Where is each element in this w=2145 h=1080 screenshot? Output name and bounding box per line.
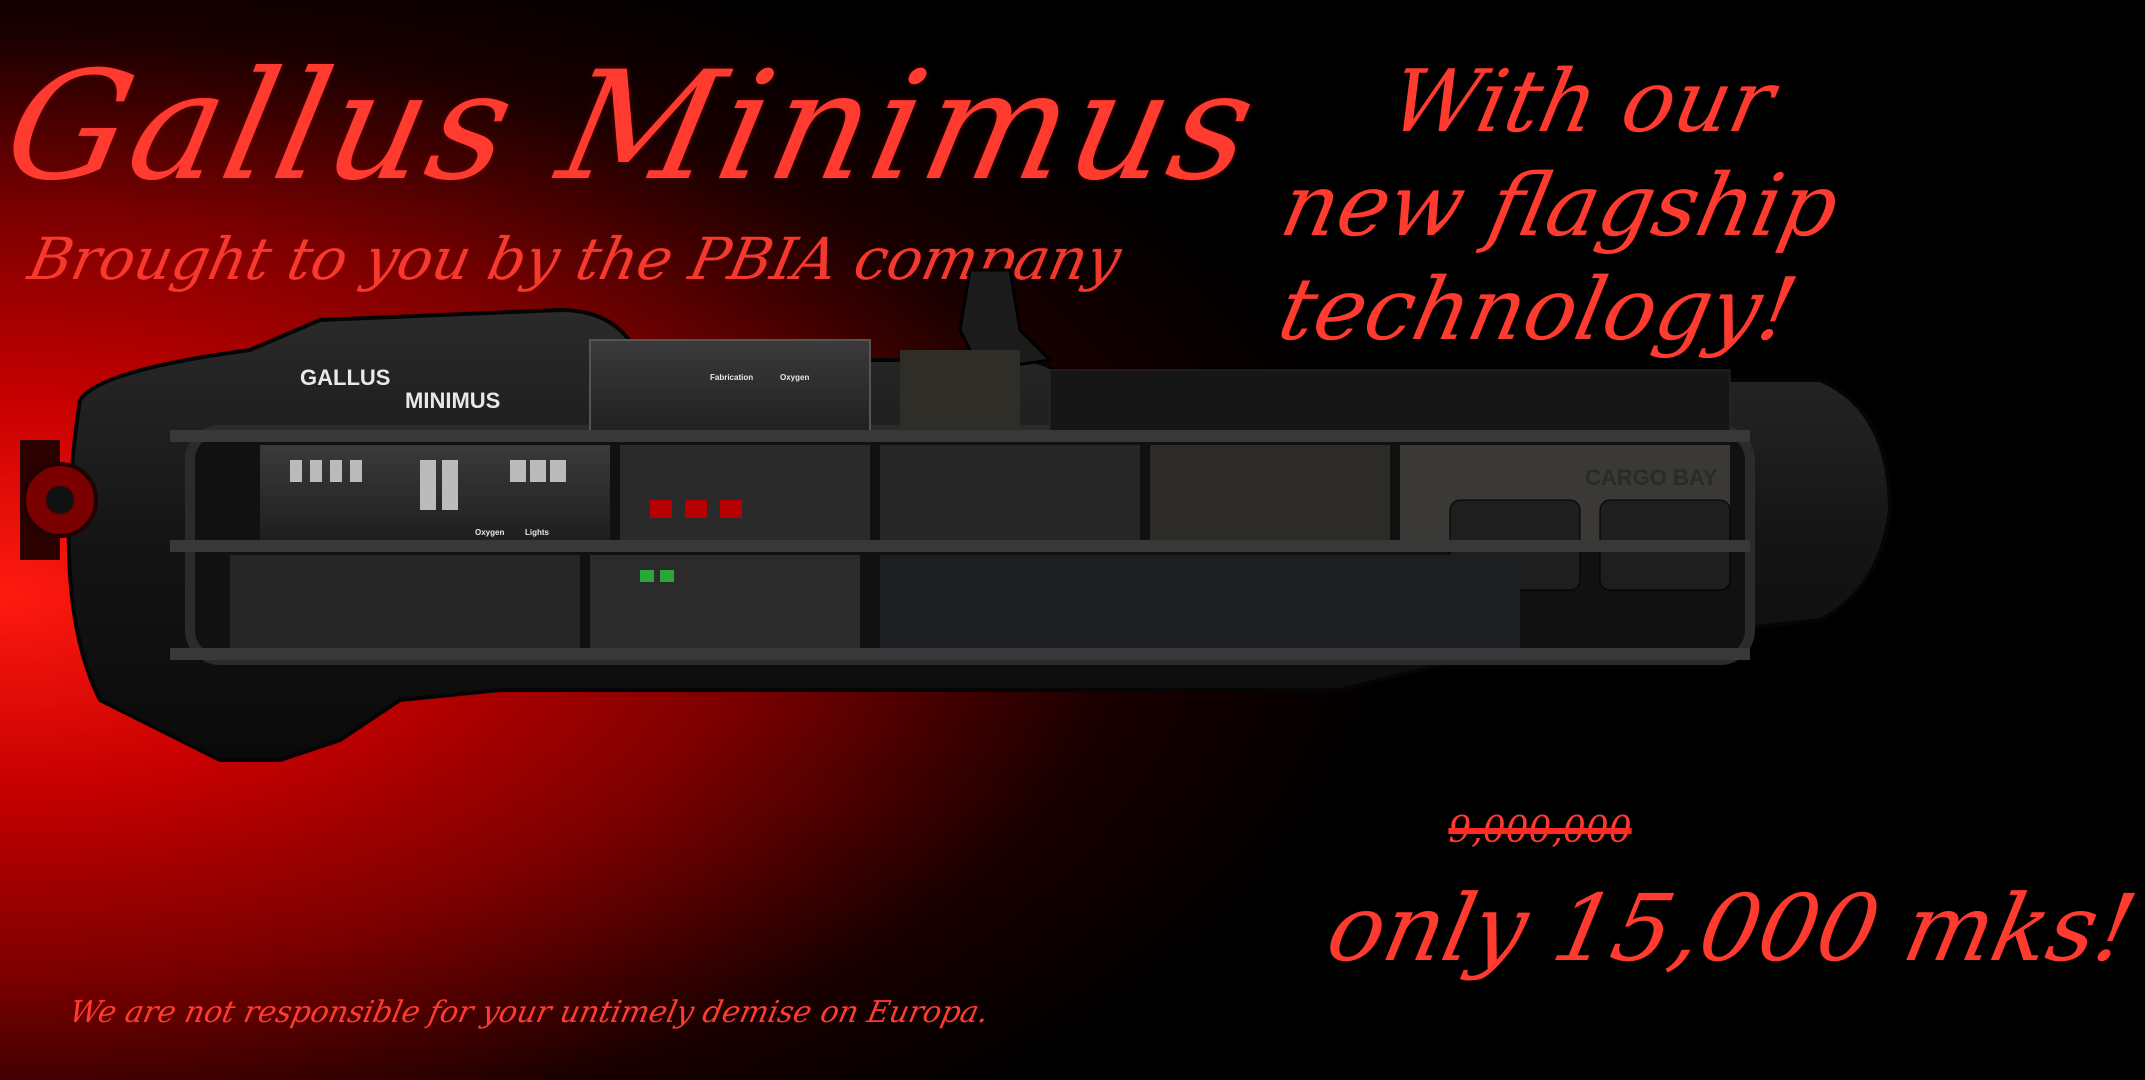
- new-price: only 15,000 mks!: [1318, 875, 2145, 982]
- propeller: [20, 440, 98, 560]
- cargo-bay-label: CARGO BAY: [1585, 465, 1718, 490]
- upper-deck: [589, 339, 1731, 441]
- panel-label-3: Fabrication: [710, 373, 753, 382]
- middle-deck: [260, 445, 1731, 591]
- old-price: 9,000,000: [1448, 810, 1632, 851]
- poster-title: Gallus Minimus: [0, 40, 1273, 214]
- hull-label-line1: GALLUS: [300, 365, 390, 390]
- panel-label-2: Lights: [525, 528, 550, 537]
- lower-deck: [230, 555, 1520, 650]
- sail-tower: [958, 268, 1054, 372]
- hull-label-line2: MINIMUS: [405, 388, 500, 413]
- panel-label-1: Oxygen: [475, 528, 504, 537]
- panel-label-4: Oxygen: [780, 373, 809, 382]
- disclaimer: We are not responsible for your untimely…: [66, 995, 992, 1030]
- submarine-illustration: GALLUS MINIMUS CARGO BAY Oxygen Lights F…: [20, 268, 1893, 762]
